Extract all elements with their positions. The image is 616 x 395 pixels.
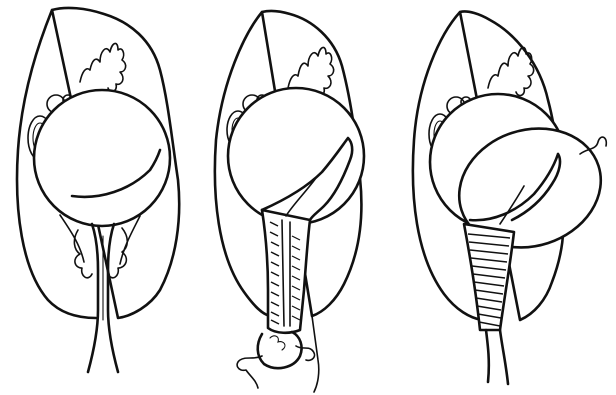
panel-1-canal-left	[88, 224, 98, 372]
panel-3-lower-canal-left	[486, 330, 489, 382]
panel-2-suture-left	[237, 356, 262, 388]
panel-2	[215, 11, 364, 392]
panel-3-canal-outline	[464, 224, 514, 330]
panel-2-lower-canal	[312, 316, 319, 392]
panel-2-drain-bag	[258, 332, 302, 368]
panel-1	[17, 8, 179, 372]
panel-2-canal-outline	[262, 210, 310, 333]
panel-1-fringe-top	[80, 43, 126, 91]
panel-1-sphere	[34, 90, 170, 226]
panel-2-small-loops	[270, 336, 285, 350]
panel-3-lower-canal-right	[500, 330, 508, 384]
panel-3	[413, 11, 616, 384]
